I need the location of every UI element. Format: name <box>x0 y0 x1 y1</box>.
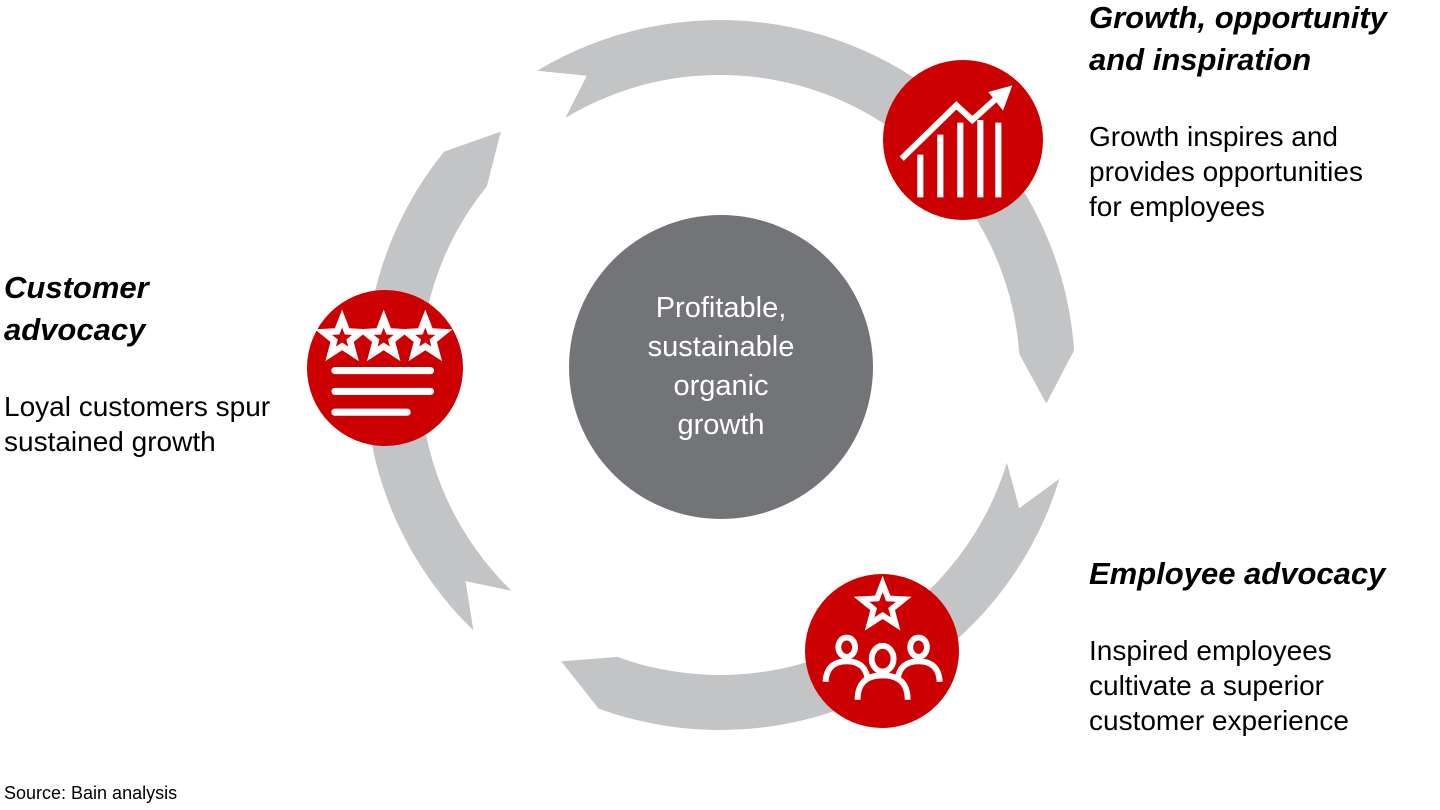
body-employee: Inspired employees cultivate a superior … <box>1089 635 1349 736</box>
source-note: Source: Bain analysis <box>4 783 178 803</box>
ring-segment <box>364 131 512 631</box>
trend-line <box>899 93 1002 161</box>
growth-chart-icon <box>899 85 1013 198</box>
person-head <box>835 634 859 660</box>
body-customer: Loyal customers spur sustained growth <box>4 391 271 457</box>
person-shoulders <box>854 672 911 700</box>
person-head <box>907 634 930 660</box>
body-growth: Growth inspires and provides opportuniti… <box>1089 121 1363 222</box>
node-growth <box>883 60 1043 220</box>
person-shoulders <box>894 658 943 683</box>
star-icon <box>853 575 912 631</box>
ratings-stars-icon <box>314 309 453 416</box>
star-icon <box>314 309 370 362</box>
star-icon <box>398 309 453 362</box>
center-circle: Profitable, sustainable organic growth <box>569 215 873 519</box>
center-label: Profitable, sustainable organic growth <box>647 292 795 441</box>
person-shoulders <box>822 658 871 683</box>
heading-customer: Customer advocacy <box>4 270 149 347</box>
text-block-customer: Customer advocacy Loyal customers spur s… <box>4 267 314 459</box>
heading-employee: Employee advocacy <box>1089 556 1386 591</box>
team-star-icon <box>822 575 943 700</box>
text-block-employee: Employee advocacy Inspired employees cul… <box>1089 553 1440 738</box>
arrowhead <box>988 85 1013 111</box>
node-customer <box>307 290 463 446</box>
person-head <box>868 642 897 675</box>
heading-growth: Growth, opportunity and inspiration <box>1089 0 1387 77</box>
text-block-growth: Growth, opportunity and inspiration Grow… <box>1089 0 1440 224</box>
star-icon <box>356 309 411 362</box>
node-employee <box>805 574 959 728</box>
